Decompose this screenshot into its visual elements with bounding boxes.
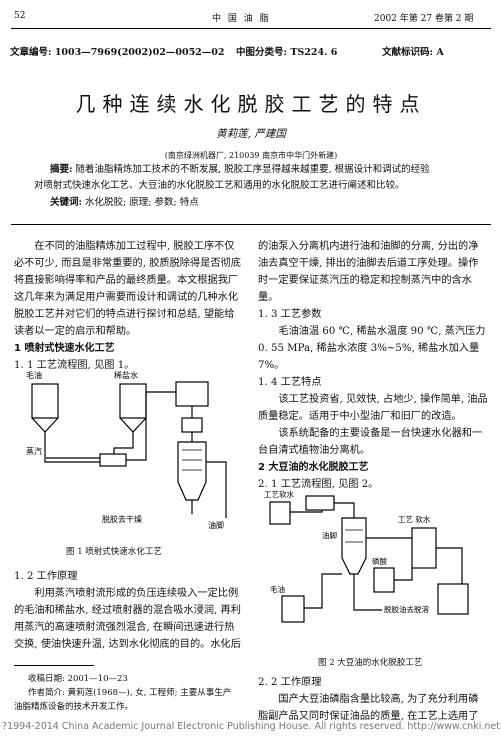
body-line: 时一定要保证蒸汽压的稳定和控制蒸汽中的含水 [258,275,472,286]
fig2-label: 油脚 [322,530,337,540]
subsection-heading: 1. 4 工艺特点 [258,377,322,388]
vacuum-dryer [437,583,469,615]
body-line: 利用蒸汽喷射流形成的负压连续吸入一定比例 [34,588,239,599]
footnote-line: 收稿日期: 2001—10—23 [28,674,128,684]
fig2-label: 脱胶油去脱溶 [384,604,429,614]
abstract-label: 摘要: [50,164,73,175]
authors: 黄莉莲, 严建国 [216,128,286,140]
water-tank [269,501,291,525]
body-line: 读者以一定的启示和帮助。 [14,326,137,337]
mixer-tank [411,527,437,569]
classification-number: 中图分类号: TS224. 6 [236,47,338,58]
acid-tank [373,567,395,593]
subsection-heading: 2. 2 工作原理 [258,677,322,688]
fig2-label: 磷酸 [372,556,387,566]
figure-1-caption: 图 1 喷射式快速水化工艺 [66,547,162,557]
right-column: 的油泵入分离机内进行油和油脚的分离, 分出的净 油去真空干燥, 排出的油脚去后道… [258,238,488,493]
heater [305,495,335,511]
article-title: 几种连续水化脱胶工艺的特点 [75,92,427,116]
left-column: 在不同的油脂精炼加工过程中, 脱胶工序不仅 必不可少, 而且是非常重要的, 胶质… [14,238,241,374]
pump [181,417,203,433]
crude-oil-tank [281,595,305,623]
page-number: 52 [14,11,26,21]
body-line: 交换, 使油快速升温, 达到水化彻底的目的。水化后 [14,639,241,650]
body-line: 的毛油和稀盐水, 经过喷射器的混合吸水浸润, 再利 [14,605,241,616]
subsection-heading: 2. 1 工艺流程图, 见图 2。 [258,479,379,490]
fig1-label: 毛油 [26,370,42,380]
brine-tank [119,383,147,419]
body-line: 油去真空干燥, 排出的油脚去后道工序处理。操作 [258,258,479,269]
section-heading: 1 喷射式快速水化工艺 [14,343,115,354]
separator [341,517,367,575]
keywords-text: 水化脱胶; 原理; 参数; 特点 [85,197,199,208]
figure-1: 毛油 稀盐水 蒸汽 脱胶去干燥 油脚 [26,370,227,530]
article-number: 文章编号: 1003—7969(2002)02—0052—02 [10,47,225,58]
issue-info: 2002 年第 27 卷第 2 期 [374,14,474,24]
subsection-heading: 1. 2 工作原理 [14,571,78,582]
body-line: 质量稳定。适用于中小型油厂和旧厂的改造。 [258,411,462,422]
body-line: 台自清式植物油分离机。 [258,445,371,456]
body-line: 用蒸汽的高速喷射流强烈混合, 在瞬间迅速进行热 [14,622,235,633]
body-line: 国产大豆油磷脂含量比较高, 为了充分利用磷 [278,694,479,705]
subsection-heading: 1. 1 工艺流程图, 见图 1。 [14,360,135,371]
footnote-line: 油脂精炼设备的技术开发工作。 [14,702,134,712]
fig1-label: 蒸汽 [26,446,42,456]
body-line: 必不可少, 而且是非常重要的, 胶质脱除得是否彻底 [14,258,241,269]
footnote-rule [14,665,94,666]
abstract-line: 对喷射式快速水化工艺、大豆油的水化脱胶工艺和通用的水化脱胶工艺进行阐述和比较。 [34,180,405,191]
document-code: 文献标识码: A [382,47,444,58]
jet-mixer [99,453,127,467]
copyright-watermark: ?1994-2014 China Academic Journal Electr… [2,721,500,732]
body-line: 脂副产品又同时保证油品的质量, 在工艺上选用了 [258,711,479,722]
body-line: 该工艺投资省, 见效快, 占地少, 操作简单, 油品 [278,394,488,405]
keywords: 关键词: 水化脱胶; 原理; 参数; 特点 [50,195,199,211]
separator [177,441,207,501]
fig1-label: 稀盐水 [114,370,138,380]
footnote-line: 作者简介: 黄莉莲(1968—), 女, 工程师; 主要从事生产 [28,688,232,698]
left-column-lower: 1. 2 工作原理 利用蒸汽喷射流形成的负压连续吸入一定比例 的毛油和稀盐水, … [14,568,241,653]
body-line: 7%。 [258,360,285,371]
body-line: 毛油油温 60 ℃, 稀盐水温度 90 ℃, 蒸汽压力 [278,326,486,337]
section-heading: 2 大豆油的水化脱胶工艺 [258,462,369,473]
fig1-label: 油脚 [208,520,224,530]
body-line: 的油泵入分离机内进行油和油脚的分离, 分出的净 [258,241,479,252]
footnotes: 收稿日期: 2001—10—23 作者简介: 黄莉莲(1968—), 女, 工程… [28,672,231,700]
figure-2-caption: 图 2 大豆油的水化脱胶工艺 [318,658,423,668]
body-line: 该系统配备的主要设备是一台快速水化器和一 [278,428,483,439]
abstract: 摘要: 随着油脂精炼加工技术的不断发展, 脱胶工序显得越来越重要, 根据设计和调… [50,162,430,178]
figure-2: 工艺软水 油脚 工艺 软水 磷酸 毛油 脱胶油去脱溶 [264,489,469,623]
body-line: 量。 [258,292,279,303]
crude-oil-tank [31,383,59,419]
body-line: 在不同的油脂精炼加工过程中, 脱胶工序不仅 [34,241,235,252]
hydration-tank [175,381,209,407]
subsection-heading: 1. 3 工艺参数 [258,309,322,320]
body-line: 0. 55 MPa, 稀盐水浓度 3%~5%, 稀盐水加入量 [258,343,480,354]
body-line: 脱胶工艺并对它们的特点进行探讨和总结, 望能给 [14,309,235,320]
fig1-label: 脱胶去干燥 [102,514,142,524]
fig2-label: 工艺 软水 [398,514,431,524]
fig2-label: 工艺软水 [264,489,294,499]
keywords-label: 关键词: [50,197,83,208]
affiliation: (南京绿洲机器厂, 210039 南京市中华门外新建) [164,151,338,160]
header-rule [11,28,491,29]
right-column-lower: 2. 2 工作原理 国产大豆油磷脂含量比较高, 为了充分利用磷 脂副产品又同时保… [258,674,478,725]
body-line: 将直接影响得率和产品的最终质量。本文根据我厂 [14,275,239,286]
abstract-rule [11,224,491,225]
body-line: 这几年来为满足用户需要而设计和调试的几种水化 [14,292,239,303]
abstract-line: 随着油脂精炼加工技术的不断发展, 脱胶工序显得越来越重要, 根据设计和调试的经验 [75,164,430,175]
journal-name: 中 国 油 脂 [212,14,271,24]
fig2-label: 毛油 [270,584,285,594]
